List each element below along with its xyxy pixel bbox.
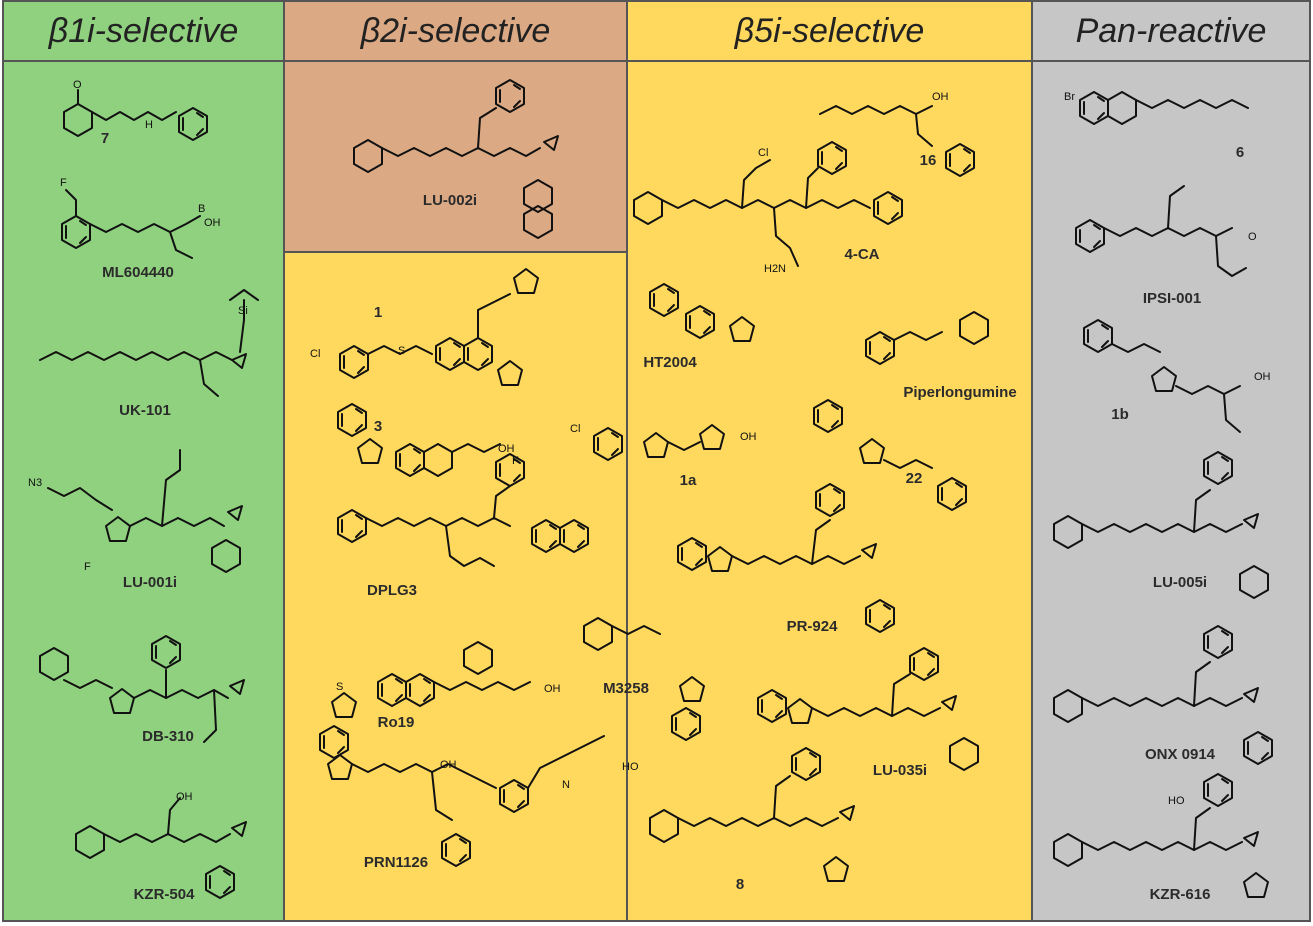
structure-ipsi001 — [1075, 185, 1247, 277]
label-ht2004: HT2004 — [643, 354, 697, 371]
structure-lu005i — [1053, 451, 1269, 599]
label-ro19: Ro19 — [377, 714, 415, 731]
label-lu002i: LU-002i — [422, 192, 478, 209]
column-b1i — [2, 0, 285, 922]
structure-lu035i — [757, 647, 979, 771]
atom-n3-lu001i: N3 — [28, 477, 42, 489]
label-ipsi001: IPSI-001 — [1142, 290, 1202, 307]
atom-oh-prn1126: OH — [440, 759, 457, 771]
atom-ho-kzr616: HO — [1168, 795, 1185, 807]
label-onx0914: ONX 0914 — [1144, 746, 1216, 763]
structure-ht2004 — [649, 283, 755, 342]
structure-7 — [63, 89, 208, 141]
atom-b-ml604440: B — [198, 203, 205, 215]
atom-f-lu001i: F — [84, 561, 91, 573]
structure-lu002i — [353, 79, 559, 239]
atom-oh-16: OH — [932, 91, 949, 103]
structure-8 — [649, 747, 855, 882]
label-lu005i: LU-005i — [1152, 574, 1208, 591]
atom-f-ml604440: F — [60, 177, 67, 189]
atom-oh-ro19: OH — [544, 683, 561, 695]
header-b2i-title: β2i-selective — [360, 11, 551, 50]
label-uk101: UK-101 — [119, 402, 171, 419]
structure-piperlongumine — [865, 311, 989, 365]
atom-si-uk101: Si — [238, 305, 248, 317]
label-kzr504: KZR-504 — [133, 886, 195, 903]
label-7: 7 — [100, 130, 110, 147]
label-kzr616: KZR-616 — [1149, 886, 1211, 903]
label-db310: DB-310 — [142, 728, 194, 745]
column-pan — [1031, 0, 1311, 922]
atom-oh-3: OH — [498, 443, 515, 455]
label-16: 16 — [919, 152, 937, 169]
structure-lu001i — [47, 449, 243, 573]
structure-dplg3 — [337, 453, 589, 567]
label-lu001i: LU-001i — [122, 574, 178, 591]
atom-f-dplg3: F — [512, 455, 519, 467]
label-piperlongumine: Piperlongumine — [903, 384, 1017, 401]
atom-oh-1b: OH — [1254, 371, 1271, 383]
structure-m3258 — [583, 617, 705, 741]
atom-nh-7: H — [145, 119, 153, 131]
atom-br-6: Br — [1064, 91, 1075, 103]
atom-oh-ml604440: OH — [204, 217, 221, 229]
label-1a: 1a — [679, 472, 697, 489]
label-1: 1 — [373, 304, 383, 321]
label-prn1126: PRN1126 — [363, 854, 429, 871]
atom-oh-1a: OH — [740, 431, 757, 443]
structure-kzr504 — [75, 797, 247, 899]
atom-cl-1a: Cl — [570, 423, 580, 435]
header-b1i: β1i-selective — [2, 0, 285, 62]
structure-pr924 — [677, 483, 895, 633]
label-1b: 1b — [1111, 406, 1129, 423]
label-dplg3: DPLG3 — [366, 582, 418, 599]
structure-1b — [1083, 319, 1241, 433]
structure-onx0914 — [1053, 625, 1273, 765]
label-22: 22 — [905, 470, 923, 487]
structure-1a — [593, 424, 725, 461]
structure-4ca — [633, 141, 903, 267]
structure-ml604440 — [61, 189, 201, 259]
label-6: 6 — [1235, 144, 1245, 161]
structure-db310 — [39, 635, 245, 743]
b2i-compound-box — [283, 58, 628, 253]
atom-ho-8: HO — [622, 761, 639, 773]
header-b1i-title: β1i-selective — [48, 11, 239, 50]
label-ml604440: ML604440 — [102, 264, 174, 281]
atom-cl-4ca: Cl — [758, 147, 768, 159]
atom-o-ipsi001: O — [1248, 231, 1257, 243]
label-lu035i: LU-035i — [872, 762, 928, 779]
structure-22 — [813, 399, 967, 511]
atom-h2n-4ca: H2N — [764, 263, 786, 275]
label-3: 3 — [373, 418, 383, 435]
structure-ro19 — [319, 641, 531, 759]
structure-1 — [339, 268, 539, 386]
structure-prn1126 — [327, 735, 605, 867]
atom-o-7: O — [73, 79, 82, 91]
header-b2i: β2i-selective — [283, 0, 628, 62]
label-m3258: M3258 — [603, 680, 649, 697]
structure-3 — [337, 403, 501, 477]
header-pan: Pan-reactive — [1031, 0, 1311, 62]
atom-s-ro19: S — [336, 681, 343, 693]
structure-uk101 — [39, 289, 259, 397]
atom-cl-1: Cl — [310, 348, 320, 360]
label-pr924: PR-924 — [786, 618, 838, 635]
atom-s-1: S — [398, 345, 405, 357]
atom-oh-kzr504: OH — [176, 791, 193, 803]
header-b5i: β5i-selective — [626, 0, 1033, 62]
atom-n-prn1126: N — [562, 779, 570, 791]
label-8: 8 — [735, 876, 745, 893]
structure-16 — [819, 105, 975, 177]
structure-kzr616 — [1053, 773, 1269, 898]
header-b5i-title: β5i-selective — [734, 11, 925, 50]
label-4ca: 4-CA — [844, 246, 880, 263]
structure-6 — [1079, 91, 1249, 125]
header-pan-title: Pan-reactive — [1075, 11, 1267, 50]
